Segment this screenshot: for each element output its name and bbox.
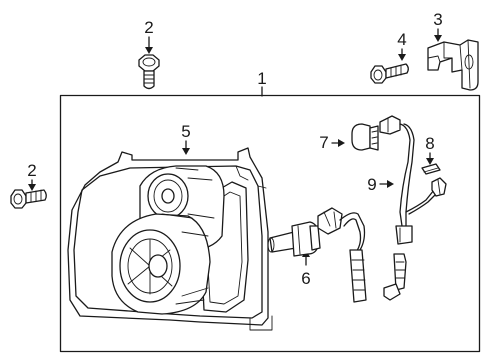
callout-9: 9 <box>367 175 376 194</box>
bolt-left-icon <box>10 189 47 209</box>
assembly-frame <box>59 94 481 353</box>
bolt-top-icon <box>138 54 160 90</box>
screw-icon <box>370 63 409 84</box>
callout-1: 1 <box>257 69 266 88</box>
callout-2-left: 2 <box>27 161 36 180</box>
callout-7: 7 <box>319 133 328 152</box>
callout-4: 4 <box>397 30 406 49</box>
headlamp-bulb-icon <box>267 221 321 257</box>
bracket-icon <box>427 39 479 91</box>
callout-2-top: 2 <box>144 18 153 37</box>
harness-connector-icon <box>383 253 407 301</box>
callout-8: 8 <box>425 134 434 153</box>
clip-icon <box>421 163 441 175</box>
headlamp-housing <box>67 147 273 331</box>
leader-arrows <box>28 28 442 266</box>
callout-6: 6 <box>301 269 310 288</box>
callout-5: 5 <box>181 122 190 141</box>
callout-3: 3 <box>433 10 442 29</box>
small-bulb-icon <box>351 123 379 151</box>
wiring-harness-icon <box>379 115 447 245</box>
socket-pigtail-icon <box>317 207 367 303</box>
